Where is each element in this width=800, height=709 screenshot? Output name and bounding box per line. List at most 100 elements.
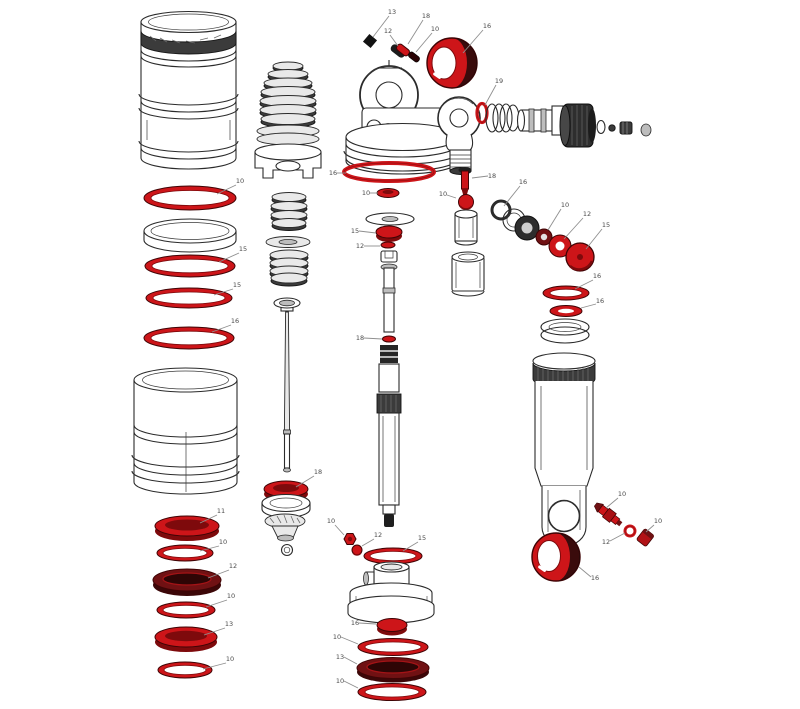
- svg-text:10: 10: [336, 677, 344, 685]
- callout: 11: [199, 507, 225, 524]
- svg-text:16: 16: [351, 619, 359, 627]
- air-can-seal-rings: [143, 185, 237, 350]
- svg-text:13: 13: [388, 8, 396, 16]
- valve-cap: [636, 528, 654, 547]
- lower-seal-stack: [152, 515, 222, 679]
- adjuster-spring: [485, 103, 520, 133]
- callout: 10: [439, 190, 457, 199]
- mount-pin: [362, 33, 378, 49]
- callout: 10: [336, 677, 359, 689]
- callout: 12: [356, 242, 380, 250]
- svg-text:10: 10: [561, 201, 569, 209]
- needle-ball: [458, 194, 474, 210]
- callout: 18: [471, 172, 496, 180]
- svg-text:10: 10: [236, 177, 244, 185]
- svg-text:12: 12: [356, 242, 364, 250]
- svg-text:10: 10: [327, 517, 335, 525]
- svg-text:16: 16: [593, 272, 601, 280]
- callout: 10: [327, 517, 345, 536]
- callout: 18: [356, 334, 383, 342]
- head-seal-dark: [408, 51, 420, 63]
- air-piston-seals: [356, 618, 430, 701]
- svg-text:16: 16: [231, 317, 239, 325]
- svg-text:18: 18: [488, 172, 496, 180]
- svg-text:15: 15: [351, 227, 359, 235]
- svg-text:13: 13: [225, 620, 233, 628]
- rebound-knob: [559, 103, 596, 148]
- svg-text:10: 10: [654, 517, 662, 525]
- svg-text:15: 15: [602, 221, 610, 229]
- svg-text:10: 10: [333, 633, 341, 641]
- elbow-o-ring: [475, 101, 489, 125]
- callout: 18: [407, 12, 430, 45]
- svg-text:16: 16: [329, 169, 337, 177]
- callout: 10: [645, 517, 662, 533]
- needle-valve-parts: [451, 167, 485, 297]
- callout: 18: [295, 468, 322, 488]
- rebound-needle: [458, 167, 472, 196]
- svg-text:11: 11: [217, 507, 225, 515]
- knob-hardware: [596, 119, 652, 137]
- elbow-eyelet-assembly: [437, 96, 652, 175]
- head-bushing: [375, 225, 403, 242]
- callout: 10: [362, 189, 378, 197]
- svg-text:16: 16: [519, 178, 527, 186]
- bumper-cup: [451, 251, 485, 297]
- callouts: 13 12 18 10 16 19 10 15 15 16 11 10 12 1…: [199, 8, 662, 689]
- callout: 15: [585, 221, 610, 250]
- callout: 12: [207, 562, 237, 579]
- seal-head-rings-white: [540, 318, 590, 344]
- rebound-needle-rod: [273, 297, 301, 473]
- spacer-cylinder: [454, 209, 478, 246]
- shaft-hex-nut: [343, 533, 357, 545]
- volume-spacer-ring: [143, 218, 237, 253]
- callout: 19: [484, 77, 503, 106]
- svg-text:18: 18: [314, 468, 322, 476]
- shim-stack-column: [254, 61, 322, 287]
- piston-seal-stack: [261, 480, 311, 557]
- head-o-rings: [342, 161, 436, 249]
- svg-text:12: 12: [374, 531, 382, 539]
- callout: 10: [547, 201, 569, 231]
- eyelet-bushing-upper: [426, 37, 478, 89]
- seal-head-parts: [490, 199, 595, 272]
- callout: 15: [402, 534, 426, 552]
- body-clevis: [541, 486, 587, 547]
- callout: 16: [580, 297, 604, 309]
- svg-text:12: 12: [229, 562, 237, 570]
- svg-text:18: 18: [422, 12, 430, 20]
- svg-text:10: 10: [227, 592, 235, 600]
- callout: 10: [605, 490, 626, 509]
- lower-air-can: [131, 367, 240, 495]
- callout: 16: [351, 619, 377, 627]
- svg-text:16: 16: [591, 574, 599, 582]
- svg-text:12: 12: [602, 538, 610, 546]
- svg-text:12: 12: [583, 210, 591, 218]
- svg-text:15: 15: [418, 534, 426, 542]
- callout: 10: [205, 592, 235, 608]
- callout: 15: [213, 281, 241, 296]
- callout: 10: [202, 655, 234, 670]
- upper-air-can: [138, 10, 239, 170]
- callout: 13: [372, 8, 396, 38]
- callout: 10: [415, 25, 439, 53]
- svg-text:13: 13: [336, 653, 344, 661]
- callout: 16: [578, 566, 599, 582]
- callout: 12: [563, 210, 591, 240]
- svg-text:15: 15: [233, 281, 241, 289]
- callout: 12: [384, 27, 399, 47]
- callout: 16: [329, 169, 346, 177]
- callout: 15: [218, 245, 247, 263]
- callout: 12: [361, 531, 382, 547]
- damper-body: [532, 352, 596, 547]
- callout: 10: [333, 633, 359, 645]
- callout: 16: [211, 317, 239, 333]
- callout: 13: [203, 620, 233, 636]
- svg-text:10: 10: [219, 538, 227, 546]
- shaft-ball: [351, 544, 363, 556]
- svg-text:19: 19: [495, 77, 503, 85]
- callout: 16: [574, 272, 601, 290]
- svg-text:16: 16: [596, 297, 604, 305]
